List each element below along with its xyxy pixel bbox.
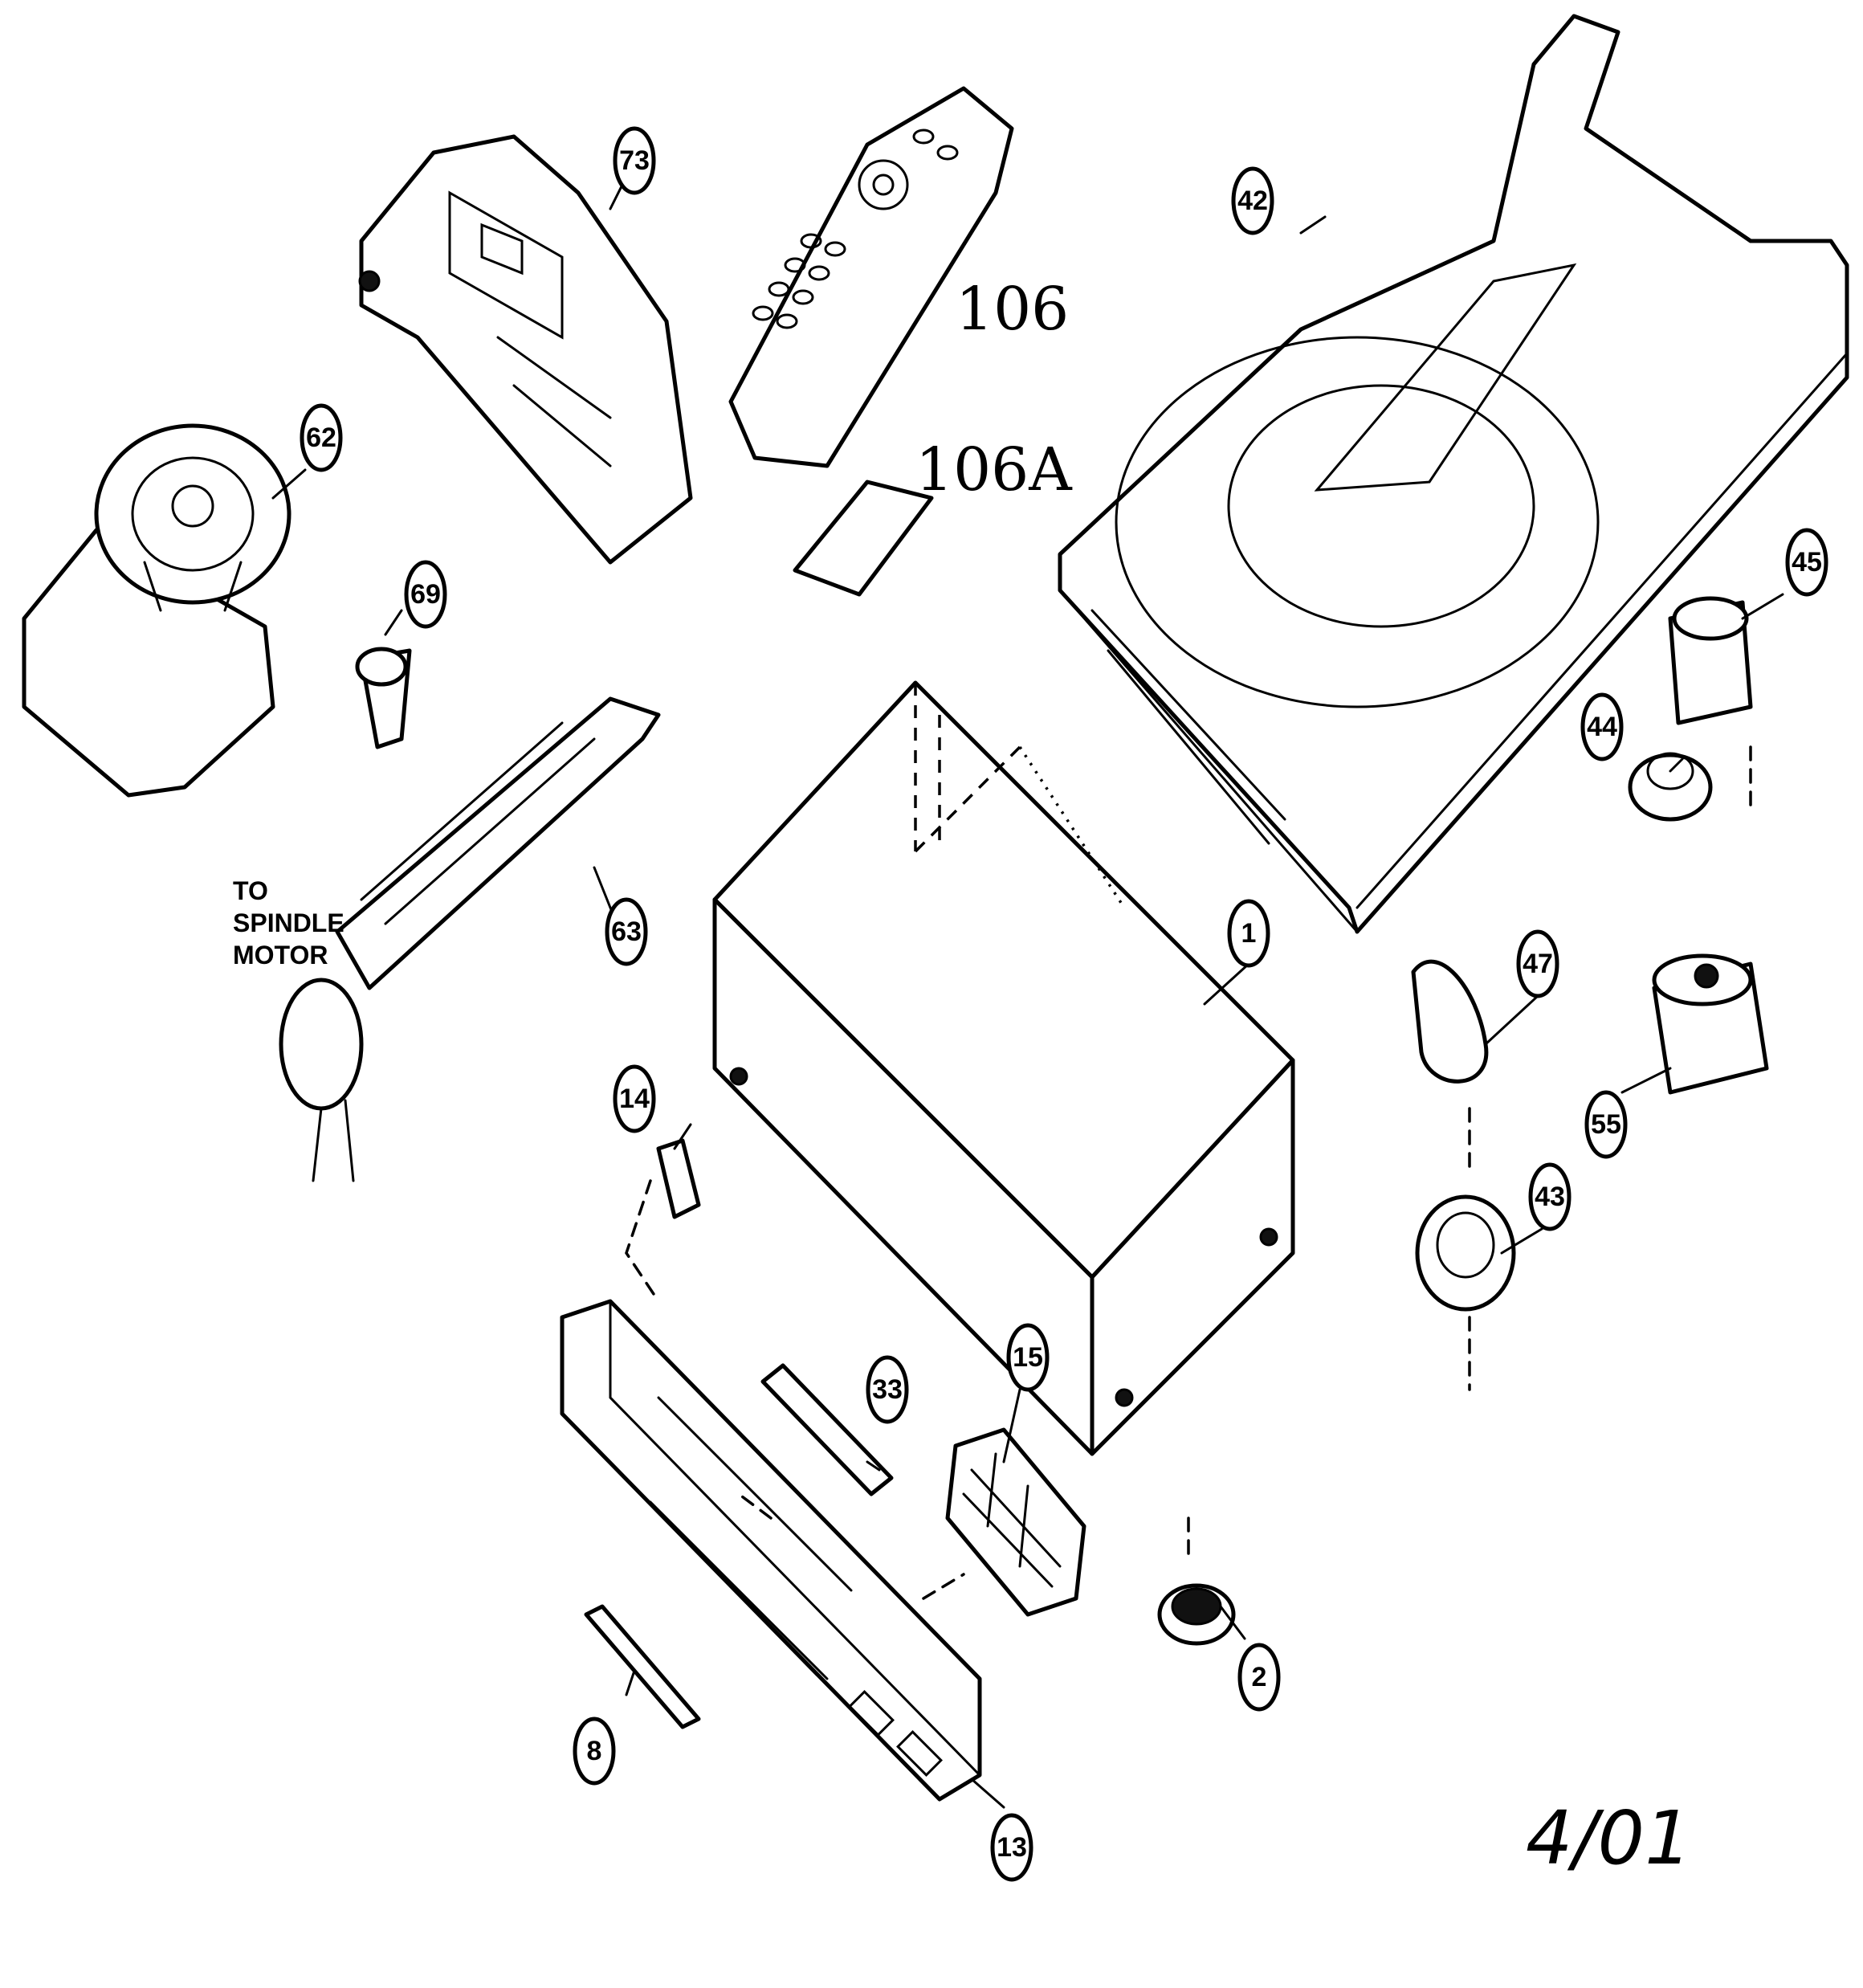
- remote-106-part: [728, 86, 1014, 468]
- svg-text:8: 8: [587, 1736, 602, 1766]
- svg-text:45: 45: [1792, 547, 1822, 578]
- callout-13: 13: [990, 1813, 1033, 1882]
- battery-cover-106a-part: [793, 480, 934, 597]
- svg-text:13: 13: [997, 1832, 1027, 1863]
- disc-tray-part: [1058, 14, 1849, 934]
- motor-55-part: [1652, 953, 1769, 1095]
- svg-text:15: 15: [1013, 1342, 1043, 1373]
- svg-text:1: 1: [1241, 918, 1257, 949]
- svg-text:69: 69: [410, 579, 441, 610]
- svg-text:33: 33: [872, 1374, 903, 1405]
- spindle-motor-note: TO SPINDLE MOTOR: [233, 876, 344, 970]
- knob-2-part: [1157, 1583, 1236, 1646]
- svg-text:2: 2: [1252, 1662, 1267, 1692]
- callout-73: 73: [613, 126, 656, 195]
- cabinet-part: [712, 680, 1295, 1456]
- svg-text:43: 43: [1535, 1182, 1565, 1212]
- callout-8: 8: [573, 1717, 616, 1786]
- svg-text:44: 44: [1587, 712, 1617, 742]
- callout-62: 62: [300, 403, 343, 472]
- callout-47: 47: [1516, 929, 1559, 998]
- callout-69: 69: [404, 560, 447, 629]
- callout-44: 44: [1580, 692, 1624, 761]
- callout-42: 42: [1231, 166, 1274, 235]
- callout-63: 63: [605, 897, 648, 966]
- pulley-43-part: [1415, 1194, 1516, 1312]
- svg-text:42: 42: [1237, 186, 1268, 216]
- callout-45: 45: [1785, 528, 1828, 597]
- gear-44-part: [1628, 752, 1713, 822]
- belt-47-part: [1411, 959, 1489, 1084]
- front-panel-part: [560, 1299, 982, 1802]
- svg-text:MOTOR: MOTOR: [233, 941, 328, 970]
- sled-63-part: [279, 696, 661, 1182]
- gear-45-part: [1668, 596, 1753, 725]
- callout-33: 33: [866, 1355, 909, 1424]
- spindle-motor-62-part: [22, 423, 291, 798]
- svg-text:55: 55: [1591, 1109, 1621, 1140]
- leader-lines: [271, 175, 1784, 1809]
- window-8-part: [584, 1604, 701, 1729]
- button-board-15-part: [945, 1427, 1086, 1617]
- bracket-33-part: [760, 1363, 894, 1496]
- callout-14: 14: [613, 1064, 656, 1133]
- revision-date: 4/01: [1526, 1795, 1692, 1881]
- knob-69-part: [355, 647, 412, 749]
- callout-55: 55: [1584, 1090, 1628, 1159]
- bracket-14-part: [656, 1138, 701, 1219]
- callout-43: 43: [1528, 1162, 1572, 1231]
- remote-label: 106: [956, 275, 1069, 344]
- callout-15: 15: [1006, 1323, 1050, 1392]
- svg-text:TO: TO: [233, 876, 268, 905]
- callout-2: 2: [1237, 1643, 1281, 1712]
- svg-text:62: 62: [306, 423, 336, 453]
- svg-text:SPINDLE: SPINDLE: [233, 908, 344, 937]
- svg-text:47: 47: [1523, 949, 1553, 979]
- svg-text:63: 63: [611, 916, 642, 947]
- svg-text:14: 14: [619, 1084, 650, 1114]
- svg-text:73: 73: [619, 145, 650, 176]
- callout-1: 1: [1227, 899, 1270, 968]
- battery-cover-label: 106A: [915, 435, 1073, 504]
- optical-pickup-73-part: [358, 134, 693, 565]
